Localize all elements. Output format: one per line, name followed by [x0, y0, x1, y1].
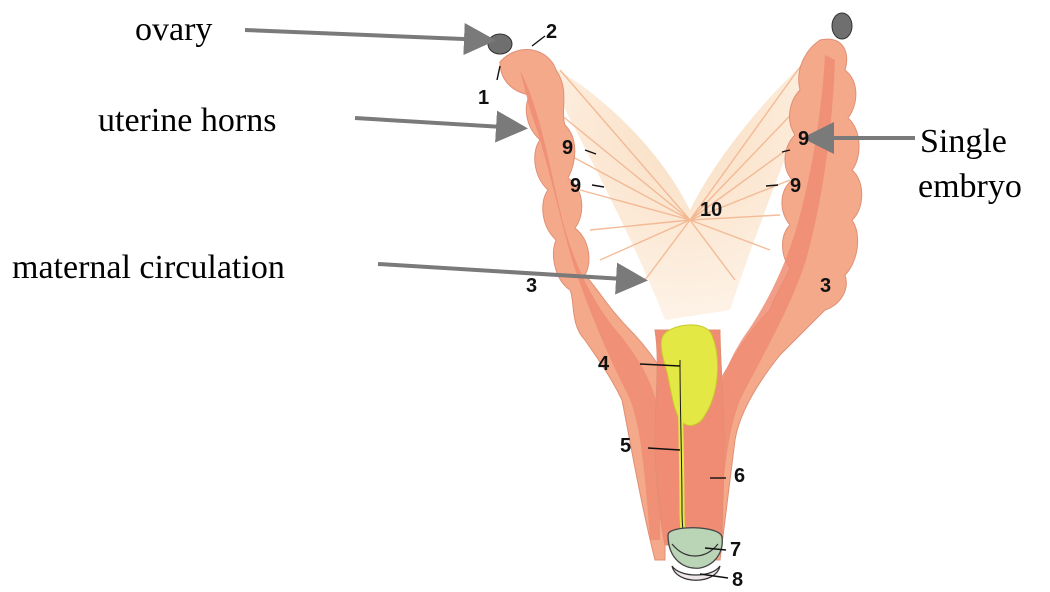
number-label-2: 2 [546, 21, 557, 43]
number-label-9-left-upper: 9 [562, 137, 573, 159]
uterine-horns-label: uterine horns [98, 102, 276, 139]
number-label-9-right-upper: 9 [798, 128, 809, 150]
right-ovary [832, 13, 852, 39]
number-label-6: 6 [734, 465, 745, 487]
number-label-3-right: 3 [820, 275, 831, 297]
single-embryo-label-line2: embryo [918, 168, 1022, 205]
number-label-9-left-lower: 9 [570, 175, 581, 197]
number-label-3-left: 3 [526, 275, 537, 297]
number-label-9-right-lower: 9 [790, 175, 801, 197]
left-ovary [488, 34, 512, 54]
number-label-1: 1 [478, 87, 489, 109]
number-label-10: 10 [700, 199, 722, 221]
uterine-horns-arrow [355, 118, 520, 128]
number-label-8: 8 [732, 569, 743, 591]
maternal-circulation-label: maternal circulation [12, 249, 285, 286]
ovary-arrow [245, 30, 488, 40]
single-embryo-label-line1: Single [920, 123, 1007, 160]
number-label-4: 4 [598, 353, 610, 375]
number-label-7: 7 [730, 539, 741, 561]
maternal-circulation-arrow [378, 264, 640, 280]
ovary-label: ovary [135, 11, 212, 48]
number-label-5: 5 [620, 435, 631, 457]
